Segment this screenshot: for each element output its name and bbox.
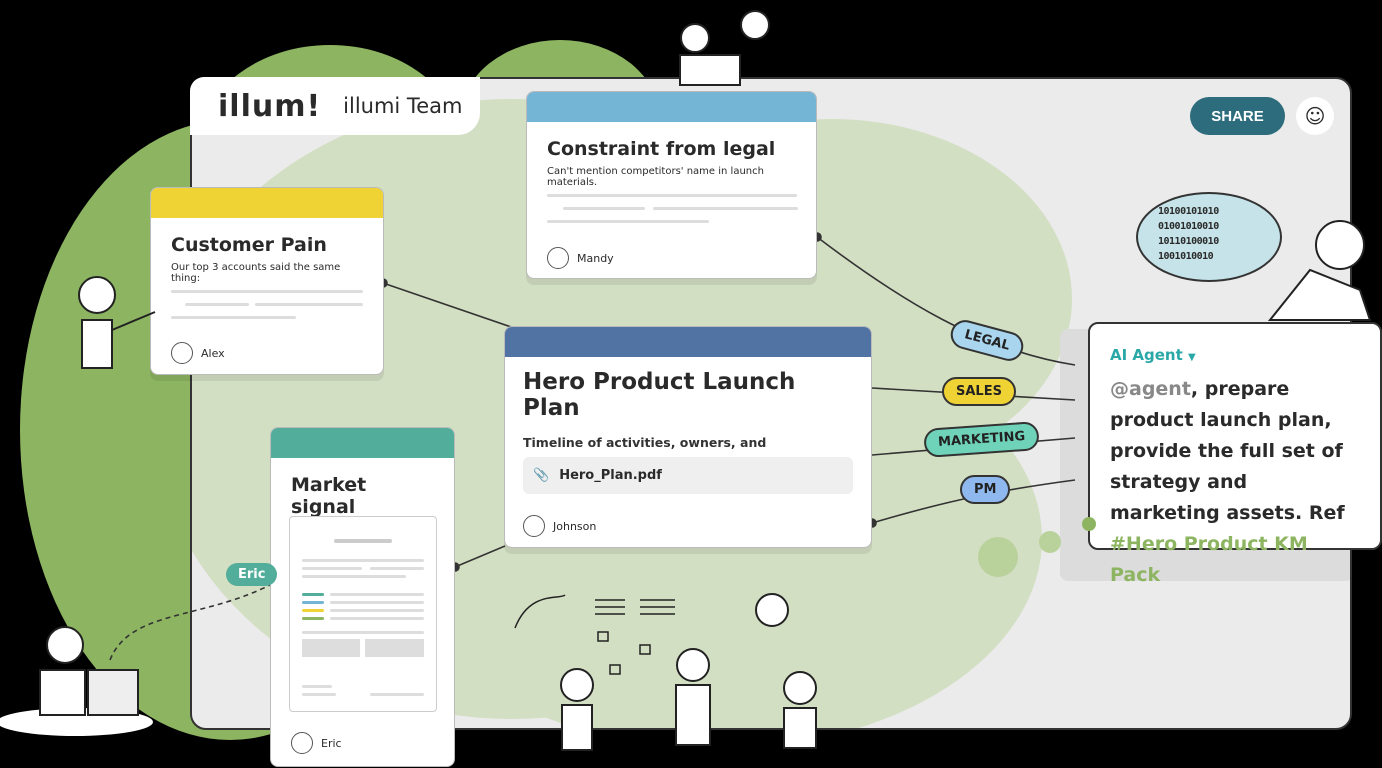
card-header (271, 428, 454, 458)
avatar (523, 515, 545, 537)
people-top-icon (679, 10, 770, 86)
agent-mention: @agent (1110, 378, 1191, 400)
agent-selector[interactable]: AI Agent ▼ (1110, 346, 1196, 364)
avatar (291, 732, 313, 754)
tag-sales[interactable]: SALES (942, 377, 1016, 406)
speech-bubble: 10100101010 01001010010 10110100010 1001… (1136, 192, 1282, 282)
card-title: Market signal (291, 474, 367, 518)
tag-pm[interactable]: PM (960, 475, 1011, 504)
attachment[interactable]: 📎Hero_Plan.pdf (523, 457, 853, 494)
workspace-header: illum! illumi Team (190, 77, 480, 135)
card-hero-plan[interactable]: Hero Product Launch Plan Timeline of act… (504, 326, 872, 548)
cursor-label-eric: Eric (226, 563, 278, 586)
card-market-signal[interactable]: Market signal Eric (270, 427, 455, 767)
reference-link[interactable]: #Hero Product KM Pack (1110, 533, 1308, 586)
card-title: Constraint from legal (547, 138, 776, 160)
caret-down-icon: ▼ (1188, 352, 1196, 363)
people-bottom-icon (560, 593, 817, 751)
paperclip-icon: 📎 (533, 468, 550, 483)
card-customer-pain[interactable]: Customer Pain Our top 3 accounts said th… (150, 187, 384, 375)
card-title: Customer Pain (171, 234, 327, 256)
avatar (171, 342, 193, 364)
share-button[interactable]: SHARE (1190, 97, 1285, 135)
card-legal[interactable]: Constraint from legal Can't mention comp… (526, 91, 817, 279)
agent-message: @agent, prepare product launch plan, pro… (1110, 378, 1345, 586)
card-title: Hero Product Launch Plan (523, 369, 796, 421)
robot-icon (1267, 220, 1372, 321)
avatar (547, 247, 569, 269)
card-header (527, 92, 816, 122)
card-header (505, 327, 871, 357)
card-author: Mandy (547, 247, 614, 269)
ai-agent-panel[interactable]: AI Agent ▼ @agent, prepare product launc… (1088, 322, 1382, 586)
card-subtitle: Our top 3 accounts said the same thing: (171, 262, 341, 284)
card-author: Alex (171, 342, 225, 364)
green-dot-icon (1082, 517, 1096, 531)
person-eric-laptop-icon (0, 626, 153, 736)
document-preview[interactable] (289, 516, 437, 712)
illumi-logo: illum! (218, 88, 322, 124)
user-avatar[interactable]: ☺ (1296, 97, 1334, 135)
person-alex-icon (78, 276, 156, 369)
card-header (151, 188, 383, 218)
card-author: Johnson (523, 515, 596, 537)
card-subtitle: Can't mention competitors' name in launc… (547, 166, 764, 188)
card-author: Eric (291, 732, 342, 754)
team-name: illumi Team (343, 94, 463, 118)
